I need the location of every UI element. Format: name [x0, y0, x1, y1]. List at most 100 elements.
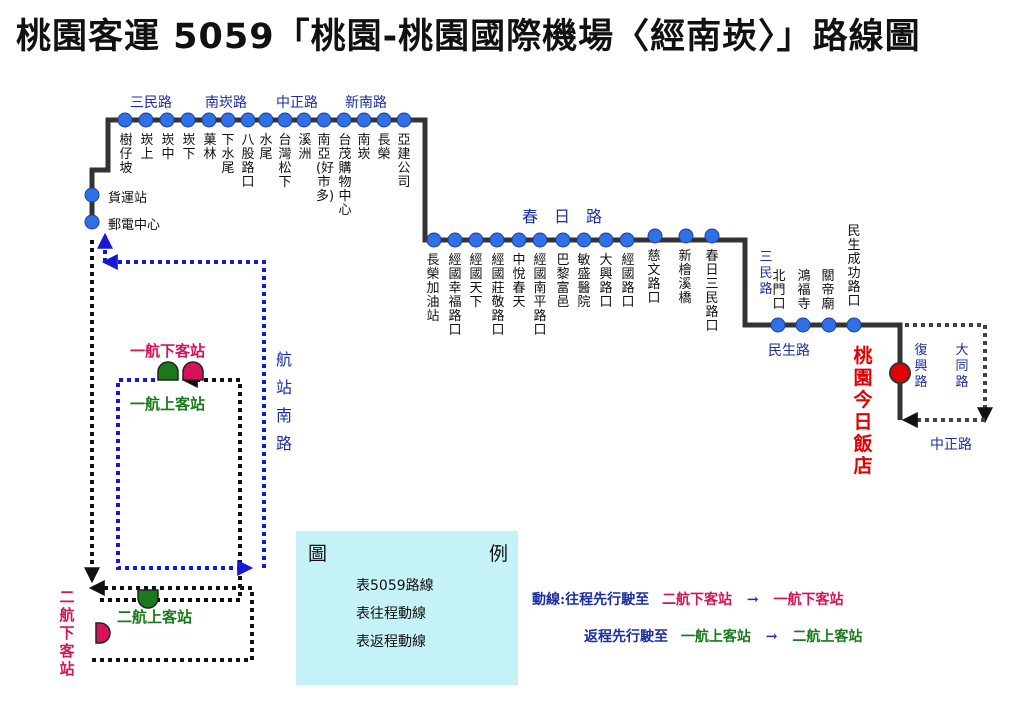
stop-label-middle: 巴黎富邑	[556, 253, 570, 310]
t1-drop-label: 一航下客站	[130, 342, 206, 360]
note-return: 返程先行駛至 一航上客站 → 二航上客站	[584, 626, 862, 646]
road-label-nankan: 南崁路	[205, 95, 247, 111]
arrow-icon: →	[765, 629, 778, 645]
stop-label-east: 關帝廟	[821, 269, 835, 312]
note-outbound: 動線:往程先行駛至 二航下客站 → 一航下客站	[532, 589, 844, 609]
stop-marker	[795, 317, 811, 333]
stop-marker	[511, 232, 527, 248]
stop-marker	[846, 317, 862, 333]
stop-marker	[376, 112, 392, 128]
stop-label-left: 貨運站	[108, 191, 148, 206]
t1-pick-label: 一航上客站	[130, 395, 206, 413]
note-return-prefix: 返程先行駛至	[584, 629, 668, 645]
stop-label-middle: 經國天下	[469, 253, 483, 310]
stop-label-top: 樹仔坡	[119, 133, 133, 176]
stop-marker	[336, 112, 352, 128]
stop-label-top: 崁上	[140, 133, 154, 162]
stop-marker	[240, 112, 256, 128]
stop-marker	[258, 112, 274, 128]
east-loop-outbound	[905, 323, 993, 424]
legend-box: 圖 例 表5059路線 表往程動線 表返程動線	[296, 531, 518, 685]
stop-marker	[296, 112, 312, 128]
stop-marker	[356, 112, 372, 128]
stop-label-middle: 中悅春天	[512, 253, 526, 310]
stop-marker	[447, 232, 463, 248]
stop-label-east: 鴻福寺	[797, 269, 811, 312]
return-path-up	[101, 254, 266, 568]
note-return-first: 一航上客站	[680, 629, 751, 645]
road-label-zhongzheng: 中正路	[276, 95, 318, 111]
arrow-icon: →	[746, 592, 759, 608]
stop-label-east: 北門口	[772, 269, 786, 312]
stop-marker	[84, 187, 100, 203]
stop-label-top: 崁下	[182, 133, 196, 162]
stop-label-top: 台茂購物中心	[338, 133, 352, 218]
stop-marker	[598, 232, 614, 248]
stop-label-top: 南崁	[357, 133, 371, 162]
stop-marker	[532, 232, 548, 248]
stop-markers	[84, 112, 862, 333]
terminal-stop-marker	[889, 362, 911, 384]
t2-pick-marker	[137, 589, 159, 609]
road-label-chunri: 春 日 路	[522, 207, 603, 226]
page-title: 桃園客運 5059「桃園-桃園國際機場〈經南崁〉」路線圖	[16, 17, 921, 57]
stop-marker	[576, 232, 592, 248]
stop-marker	[555, 232, 571, 248]
stop-label-middle: 大興路口	[599, 253, 613, 310]
legend-title: 圖 例	[308, 539, 508, 566]
road-label-sanmin-east: 三民路	[759, 250, 773, 297]
stop-marker	[220, 112, 236, 128]
stop-marker	[159, 112, 175, 128]
stop-label-middle: 長榮加油站	[426, 253, 440, 324]
stop-marker	[201, 112, 217, 128]
t1-drop-marker	[182, 361, 204, 381]
stop-label-top: 溪洲	[298, 133, 312, 162]
stop-marker	[678, 228, 694, 244]
stop-label-top: 崁中	[161, 133, 175, 162]
stop-marker	[117, 112, 133, 128]
outbound-path-airport	[88, 580, 254, 662]
stop-marker	[647, 228, 663, 244]
stop-label-top: 菓林	[203, 133, 217, 162]
t1-pick-marker	[157, 361, 179, 381]
stop-label-top: 水尾	[259, 133, 273, 162]
road-label-datong: 大同路	[955, 343, 969, 390]
stop-marker	[770, 317, 786, 333]
legend-title-left: 圖	[308, 543, 328, 565]
stop-label-middle: 經國路口	[621, 253, 635, 310]
legend-route-label: 表5059路線	[356, 578, 434, 594]
stop-marker	[426, 232, 442, 248]
stop-label-top: 亞建公司	[397, 133, 411, 190]
road-label-zhongzheng-east: 中正路	[930, 437, 972, 453]
stop-marker	[277, 112, 293, 128]
stop-label-middle: 敏盛醫院	[577, 253, 591, 310]
stop-marker	[316, 112, 332, 128]
stop-marker	[396, 112, 412, 128]
note-return-second: 二航上客站	[792, 629, 863, 645]
terminal-stop-label: 桃園今日飯店	[853, 345, 873, 477]
legend-return-label: 表返程動線	[356, 634, 426, 650]
stop-label-middle: 春日三民路口	[705, 249, 719, 334]
t2-drop-label: 二航下客站	[59, 588, 75, 678]
stop-label-middle: 經國幸福路口	[448, 253, 462, 338]
stop-marker	[619, 232, 635, 248]
stop-marker	[468, 232, 484, 248]
stop-label-top: 長榮	[377, 133, 391, 162]
stop-label-middle: 經國南平路口	[533, 253, 547, 338]
stop-marker	[704, 228, 720, 244]
note-outbound-prefix: 動線:往程先行駛至	[532, 592, 650, 608]
stop-label-middle: 經國莊敬路口	[491, 253, 505, 338]
outbound-path-t1	[100, 372, 242, 602]
legend-title-right: 例	[488, 543, 508, 565]
road-label-fuxing: 復興路	[914, 343, 928, 390]
stop-label-middle: 慈文路口	[647, 249, 661, 306]
road-label-xinnan: 新南路	[345, 95, 387, 111]
stop-label-top: 八股路口	[241, 133, 255, 190]
stop-marker	[821, 317, 837, 333]
legend-outbound-label: 表往程動線	[356, 606, 426, 622]
stop-label-left: 郵電中心	[108, 218, 161, 233]
road-label-sanmin: 三民路	[130, 95, 172, 111]
stop-label-middle: 新檜溪橋	[678, 249, 692, 306]
road-label-hangzhan-south: 航站南路	[275, 350, 292, 453]
